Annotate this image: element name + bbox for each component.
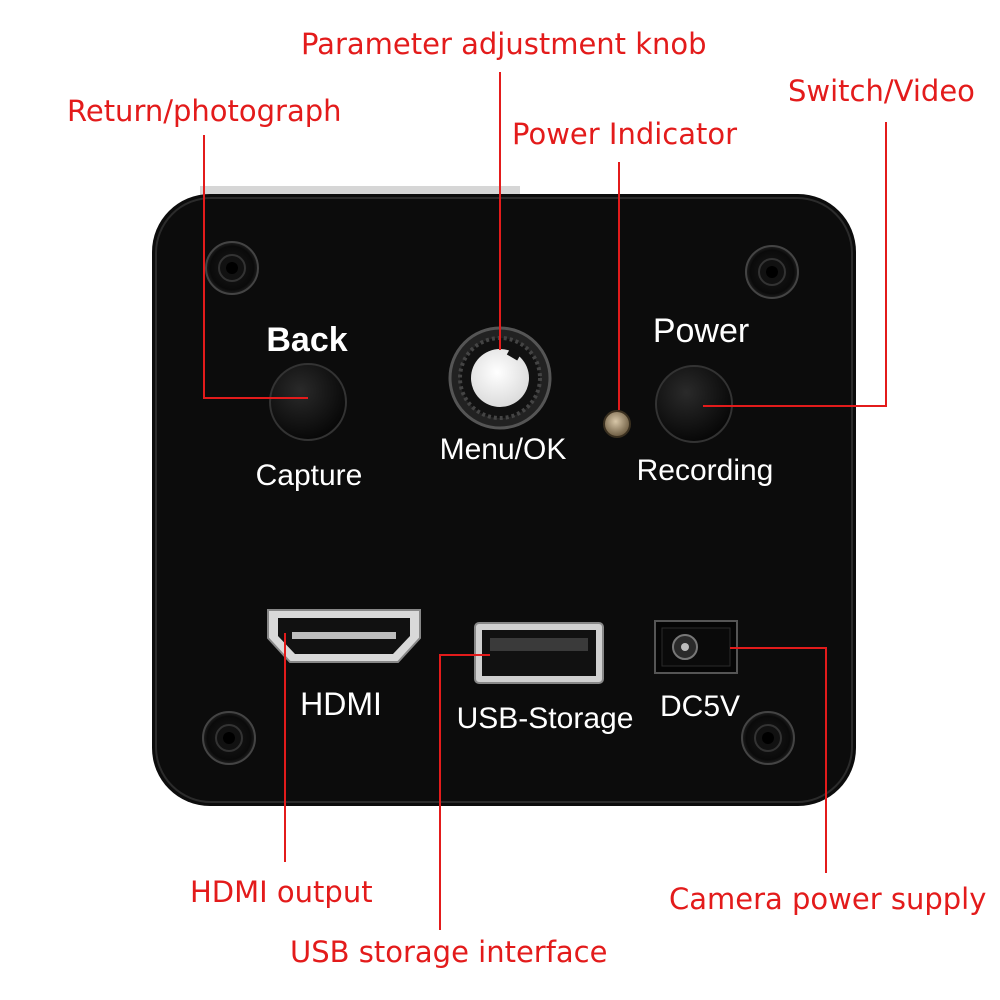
usb-storage-port[interactable]	[474, 622, 604, 684]
screw-top-left	[205, 241, 259, 295]
callout-camera-power-supply: Camera power supply	[669, 882, 987, 916]
leader-return	[203, 135, 308, 399]
power-indicator-led	[603, 410, 631, 438]
callout-parameter-knob: Parameter adjustment knob	[301, 27, 707, 61]
menu-ok-label: Menu/OK	[440, 433, 567, 466]
usb-storage-label: USB-Storage	[457, 702, 634, 735]
hdmi-label: HDMI	[300, 686, 382, 722]
recording-label: Recording	[637, 454, 774, 487]
callout-return-photograph: Return/photograph	[67, 94, 342, 128]
hdmi-port[interactable]	[267, 609, 421, 663]
leader-usb	[439, 654, 490, 930]
back-capture-button[interactable]	[269, 363, 347, 441]
dc5v-label: DC5V	[660, 690, 740, 723]
leader-lines	[203, 72, 887, 930]
capture-label: Capture	[256, 459, 363, 492]
callout-usb-storage-interface: USB storage interface	[290, 935, 608, 969]
menu-ok-knob[interactable]	[448, 326, 552, 430]
screw-bottom-left	[202, 711, 256, 765]
callout-hdmi-output: HDMI output	[190, 875, 373, 909]
screw-bottom-right	[741, 711, 795, 765]
callout-power-indicator: Power Indicator	[512, 117, 738, 151]
back-label: Back	[266, 321, 347, 359]
power-recording-button[interactable]	[655, 365, 733, 443]
power-label: Power	[653, 312, 749, 350]
callout-switch-video: Switch/Video	[788, 74, 975, 108]
dc5v-jack[interactable]	[654, 620, 738, 674]
screw-top-right	[745, 245, 799, 299]
leader-switch	[703, 122, 887, 407]
leader-power-supply	[730, 647, 827, 873]
